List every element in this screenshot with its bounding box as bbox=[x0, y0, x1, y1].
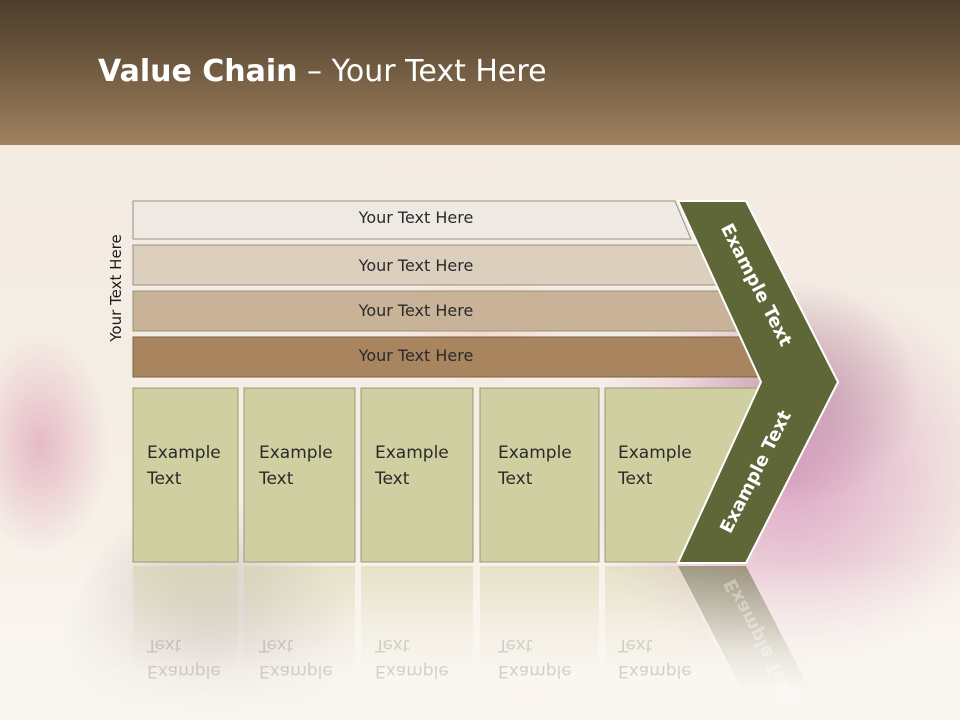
card-1-reflection bbox=[133, 566, 238, 676]
card-2-reflection bbox=[244, 566, 355, 676]
bar-3-label: Your Text Here bbox=[358, 301, 474, 320]
card-4-shape[interactable] bbox=[479, 387, 600, 563]
card-5-line2: Text bbox=[618, 469, 653, 489]
card-2-line1: Example bbox=[259, 443, 333, 463]
header-band: Value Chain – Your Text Here bbox=[0, 0, 960, 145]
slide-title: Value Chain – Your Text Here bbox=[98, 54, 547, 89]
title-bold: Value Chain bbox=[98, 54, 298, 89]
card-3-line1: Example bbox=[375, 443, 449, 463]
card-1-line2: Text bbox=[147, 469, 182, 489]
card-5-reflection bbox=[605, 566, 730, 676]
card-4-line1: Example bbox=[498, 443, 572, 463]
card-1-line1: Example bbox=[147, 443, 221, 463]
card-3-line2: Text bbox=[375, 469, 410, 489]
title-rest: – Your Text Here bbox=[297, 54, 547, 89]
card-3-reflection bbox=[361, 566, 473, 676]
card-2-line2: Text bbox=[259, 469, 294, 489]
card-1-shape[interactable] bbox=[132, 387, 239, 563]
bar-1-label: Your Text Here bbox=[358, 208, 474, 227]
card-3-shape[interactable] bbox=[360, 387, 474, 563]
chevron-shape[interactable] bbox=[676, 200, 840, 564]
bar-2-label: Your Text Here bbox=[358, 256, 474, 275]
bar-1-shape[interactable] bbox=[132, 200, 692, 240]
card-2-shape[interactable] bbox=[243, 387, 356, 563]
card-4-line2: Text bbox=[498, 469, 533, 489]
card-5-line1: Example bbox=[618, 443, 692, 463]
bar-4-label: Your Text Here bbox=[358, 346, 474, 365]
chevron-reflection bbox=[678, 566, 810, 690]
card-4-reflection bbox=[480, 566, 599, 676]
